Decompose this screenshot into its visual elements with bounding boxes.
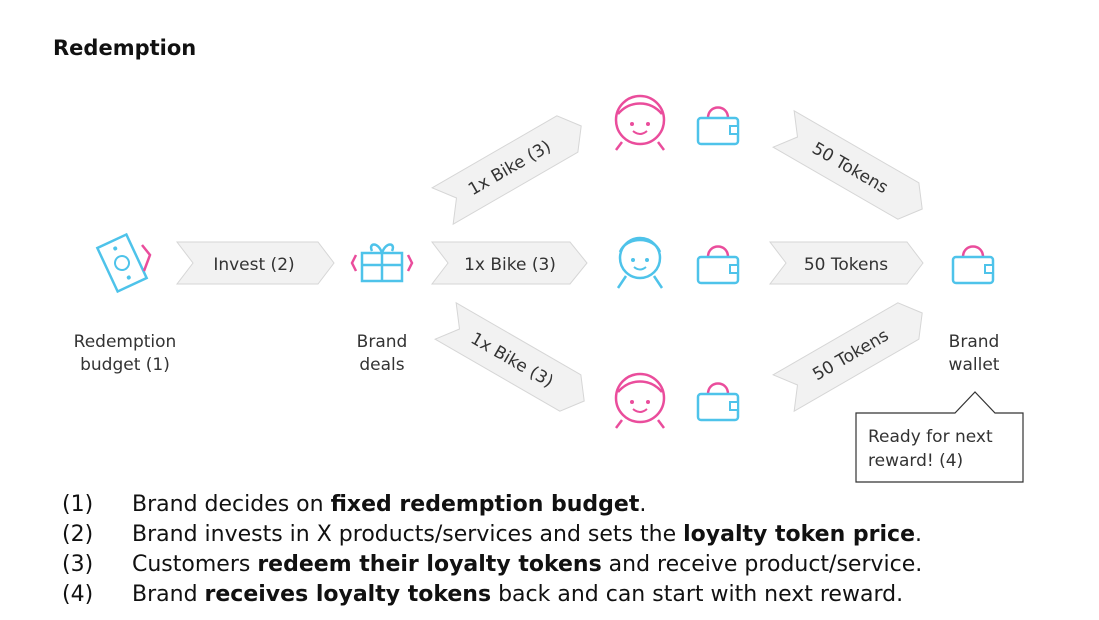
deals-label: Brand deals	[342, 331, 422, 377]
deals-label-line2: deals	[359, 355, 405, 375]
brand-wallet-icon	[951, 245, 995, 285]
legend-item: (1) Brand decides on fixed redemption bu…	[62, 490, 922, 520]
wallet-top-icon	[696, 106, 740, 146]
arrow-tokens-bottom: 50 Tokens	[772, 302, 923, 413]
arrow-bike-top: 1x Bike (3)	[431, 115, 582, 226]
budget-label-line1: Redemption	[73, 332, 177, 352]
legend-item: (3) Customers redeem their loyalty token…	[62, 550, 922, 580]
budget-label-line2: budget (1)	[80, 355, 170, 375]
legend-number: (3)	[62, 552, 94, 577]
legend-item: (4) Brand receives loyalty tokens back a…	[62, 580, 922, 610]
arrow-tokens-mid: 50 Tokens	[768, 241, 924, 285]
money-icon	[95, 232, 152, 294]
wallet-label: Brand wallet	[934, 331, 1014, 377]
callout-line2: reward! (4)	[868, 451, 964, 471]
wallet-mid-icon	[696, 245, 740, 285]
legend-item: (2) Brand invests in X products/services…	[62, 520, 922, 550]
arrow-bike-mid-label: 1x Bike (3)	[464, 255, 556, 275]
female-customer-bottom-icon	[614, 372, 666, 429]
gift-icon	[350, 243, 414, 283]
arrow-bike-bottom: 1x Bike (3)	[434, 301, 585, 412]
arrow-invest-label: Invest (2)	[213, 255, 294, 275]
callout-line1: Ready for next	[868, 427, 993, 447]
legend: (1) Brand decides on fixed redemption bu…	[62, 490, 922, 610]
legend-number: (4)	[62, 582, 94, 607]
arrow-tokens-mid-label: 50 Tokens	[804, 255, 888, 275]
arrow-tokens-top: 50 Tokens	[772, 109, 923, 220]
deals-label-line1: Brand	[356, 332, 408, 352]
wallet-label-line1: Brand	[948, 332, 1000, 352]
budget-label: Redemption budget (1)	[55, 331, 195, 377]
page-title: Redemption	[53, 36, 197, 60]
callout-text: Ready for next reward! (4)	[868, 425, 993, 473]
callout-box	[855, 391, 1024, 483]
legend-number: (1)	[62, 492, 94, 517]
male-customer-icon	[616, 236, 664, 289]
arrow-invest: Invest (2)	[175, 241, 335, 285]
legend-number: (2)	[62, 522, 94, 547]
wallet-bottom-icon	[696, 382, 740, 422]
arrow-bike-mid: 1x Bike (3)	[430, 241, 588, 285]
female-customer-top-icon	[614, 94, 666, 151]
wallet-label-line2: wallet	[948, 355, 1000, 375]
